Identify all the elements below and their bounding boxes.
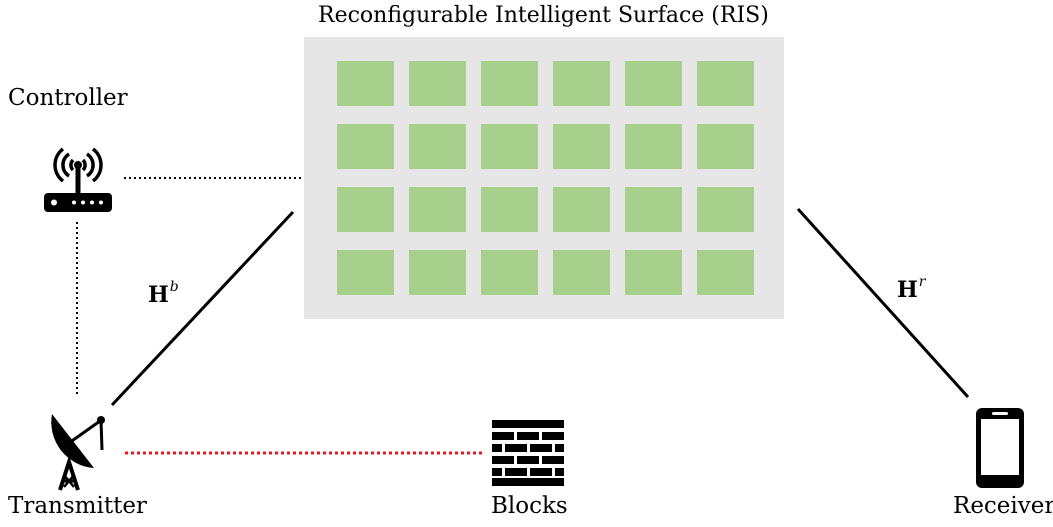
hr-channel-line bbox=[796, 207, 970, 399]
ris-element bbox=[697, 61, 754, 106]
hb-channel-line bbox=[110, 210, 295, 407]
receiver-label: Receiver bbox=[953, 493, 1053, 519]
ris-element bbox=[409, 124, 466, 169]
ris-element bbox=[625, 250, 682, 295]
ris-element bbox=[625, 187, 682, 232]
ris-element bbox=[409, 61, 466, 106]
hb-superscript: b bbox=[169, 279, 179, 295]
ris-element bbox=[481, 124, 538, 169]
brick-wall-icon bbox=[492, 420, 564, 486]
controller-label: Controller bbox=[8, 85, 128, 111]
ris-element bbox=[481, 61, 538, 106]
ris-element bbox=[697, 250, 754, 295]
ris-element bbox=[337, 250, 394, 295]
ris-title: Reconfigurable Intelligent Surface (RIS) bbox=[318, 3, 769, 28]
ris-element bbox=[337, 61, 394, 106]
ris-element bbox=[625, 124, 682, 169]
ris-element bbox=[625, 61, 682, 106]
ris-element bbox=[697, 187, 754, 232]
hr-symbol: H bbox=[897, 277, 918, 303]
ris-panel bbox=[304, 37, 784, 319]
hb-channel-label: Hb bbox=[148, 280, 179, 308]
ris-element bbox=[337, 124, 394, 169]
ris-element bbox=[481, 187, 538, 232]
satellite-dish-icon bbox=[51, 414, 105, 491]
transmitter-label: Transmitter bbox=[8, 493, 147, 519]
router-icon bbox=[44, 147, 112, 212]
ris-element bbox=[553, 187, 610, 232]
ris-element-grid bbox=[337, 61, 754, 295]
hr-channel-label: Hr bbox=[897, 275, 926, 303]
ris-element bbox=[553, 124, 610, 169]
hr-superscript: r bbox=[918, 274, 926, 290]
ris-element bbox=[697, 124, 754, 169]
ris-element bbox=[481, 250, 538, 295]
ris-element bbox=[553, 61, 610, 106]
smartphone-icon bbox=[976, 408, 1024, 488]
ris-element bbox=[337, 187, 394, 232]
ris-element bbox=[553, 250, 610, 295]
ris-element bbox=[409, 250, 466, 295]
ris-element bbox=[409, 187, 466, 232]
blocks-label: Blocks bbox=[491, 493, 568, 519]
hb-symbol: H bbox=[148, 282, 169, 308]
